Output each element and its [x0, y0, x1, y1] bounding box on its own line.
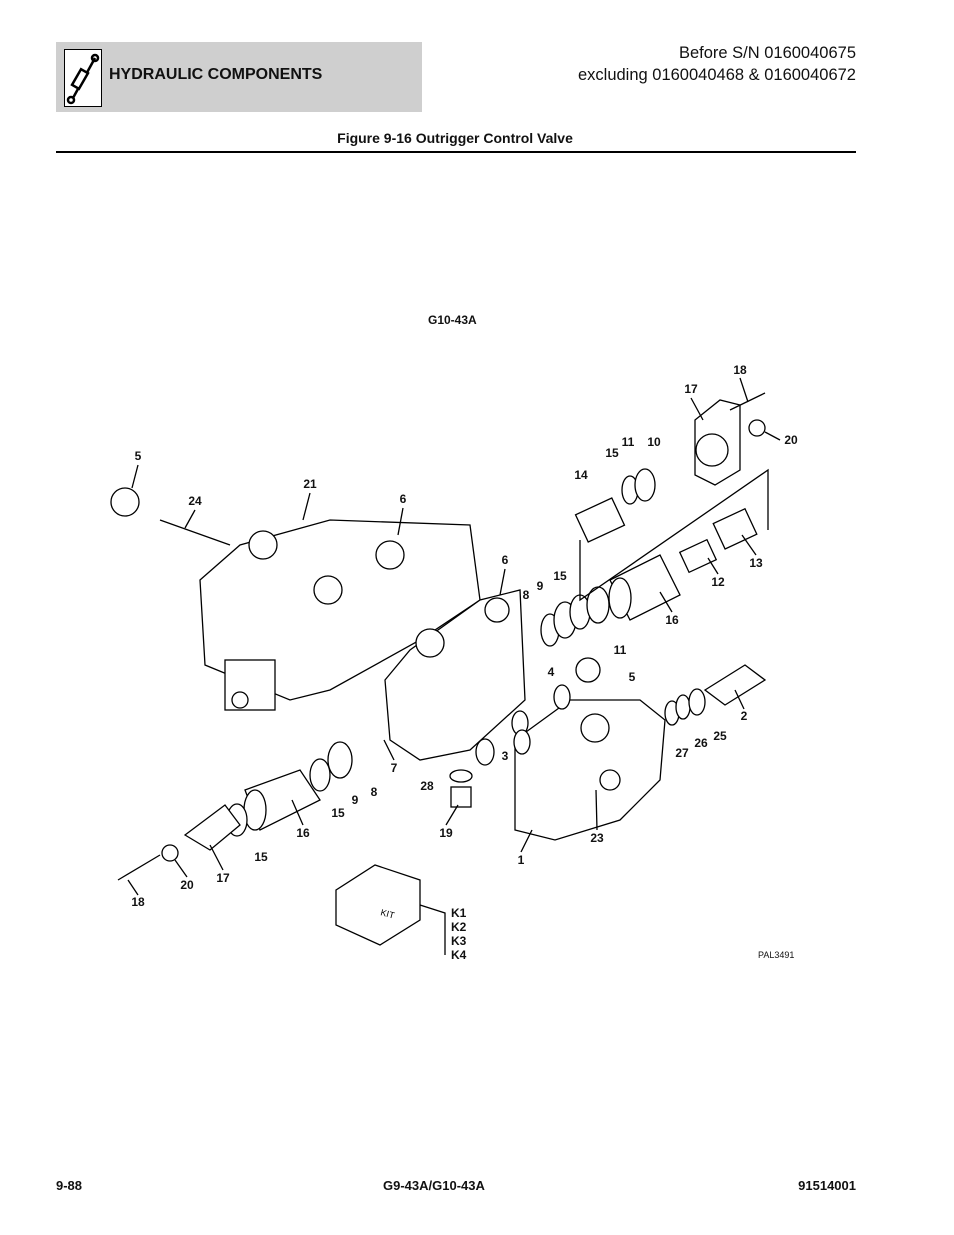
inlet-section — [514, 699, 666, 841]
callout: 12 — [711, 575, 725, 589]
callout: 20 — [180, 878, 194, 892]
callout: 7 — [390, 761, 398, 775]
spring-14 — [574, 497, 626, 543]
callout: 26 — [694, 736, 708, 750]
hydraulic-cylinder-icon — [64, 49, 102, 107]
plug-5 — [110, 487, 140, 517]
kit-label: K2 — [451, 920, 467, 934]
callout: 16 — [296, 826, 310, 840]
callout: 8 — [370, 785, 378, 799]
callout: 3 — [501, 749, 509, 763]
callout: 18 — [733, 363, 747, 377]
callout: 2 — [740, 709, 748, 723]
callout: 15 — [553, 569, 567, 583]
section-header: HYDRAULIC COMPONENTS — [56, 42, 422, 112]
callout: 15 — [331, 806, 345, 820]
kit-box-text: KIT — [379, 907, 396, 920]
end-cap-bottom — [183, 804, 241, 851]
callout: 11 — [621, 435, 635, 449]
callout: 4 — [547, 665, 555, 679]
callout: 25 — [713, 729, 727, 743]
callout: 9 — [536, 579, 544, 593]
callout: 17 — [684, 382, 698, 396]
callout: 11 — [613, 643, 627, 657]
callout: 5 — [134, 449, 142, 463]
callout: 17 — [216, 871, 230, 885]
callout: 24 — [188, 494, 202, 508]
header-divider — [56, 151, 856, 153]
serial-applicability: Before S/N 0160040675 excluding 01600404… — [578, 42, 856, 86]
doc-number: 91514001 — [798, 1178, 856, 1193]
drawing-id: PAL3491 — [758, 950, 795, 960]
callout: 10 — [647, 435, 661, 449]
callout: 6 — [399, 492, 407, 506]
callout: 13 — [749, 556, 763, 570]
callout: 6 — [501, 553, 509, 567]
figure-title: Figure 9-16 Outrigger Control Valve — [337, 130, 573, 146]
kit-label: K1 — [451, 906, 467, 920]
spring-13 — [712, 507, 758, 550]
callout: 15 — [605, 446, 619, 460]
kit-label: K3 — [451, 934, 467, 948]
callout: 18 — [131, 895, 145, 909]
serial-line-1: Before S/N 0160040675 — [678, 44, 856, 62]
callout: 8 — [522, 588, 530, 602]
callout: 21 — [303, 477, 317, 491]
model-label: G10-43A — [428, 313, 477, 327]
kit-box — [335, 864, 421, 946]
serial-line-2: excluding 0160040468 & 0160040672 — [577, 66, 856, 84]
callout: 1 — [517, 853, 525, 867]
section-title: HYDRAULIC COMPONENTS — [109, 66, 323, 83]
callout: 20 — [784, 433, 798, 447]
callout: 9 — [351, 793, 359, 807]
callout: 23 — [590, 831, 604, 845]
callout: 19 — [439, 826, 453, 840]
callout: 14 — [574, 468, 588, 482]
callout: 27 — [675, 746, 689, 760]
callout: 28 — [420, 779, 434, 793]
kit-label: K4 — [451, 948, 467, 962]
spool-2 — [703, 664, 767, 706]
callout: 5 — [628, 670, 636, 684]
page-number: 9-88 — [56, 1178, 83, 1193]
callout: 15 — [254, 850, 268, 864]
callout: 16 — [665, 613, 679, 627]
footer-model: G9-43A/G10-43A — [383, 1178, 485, 1193]
